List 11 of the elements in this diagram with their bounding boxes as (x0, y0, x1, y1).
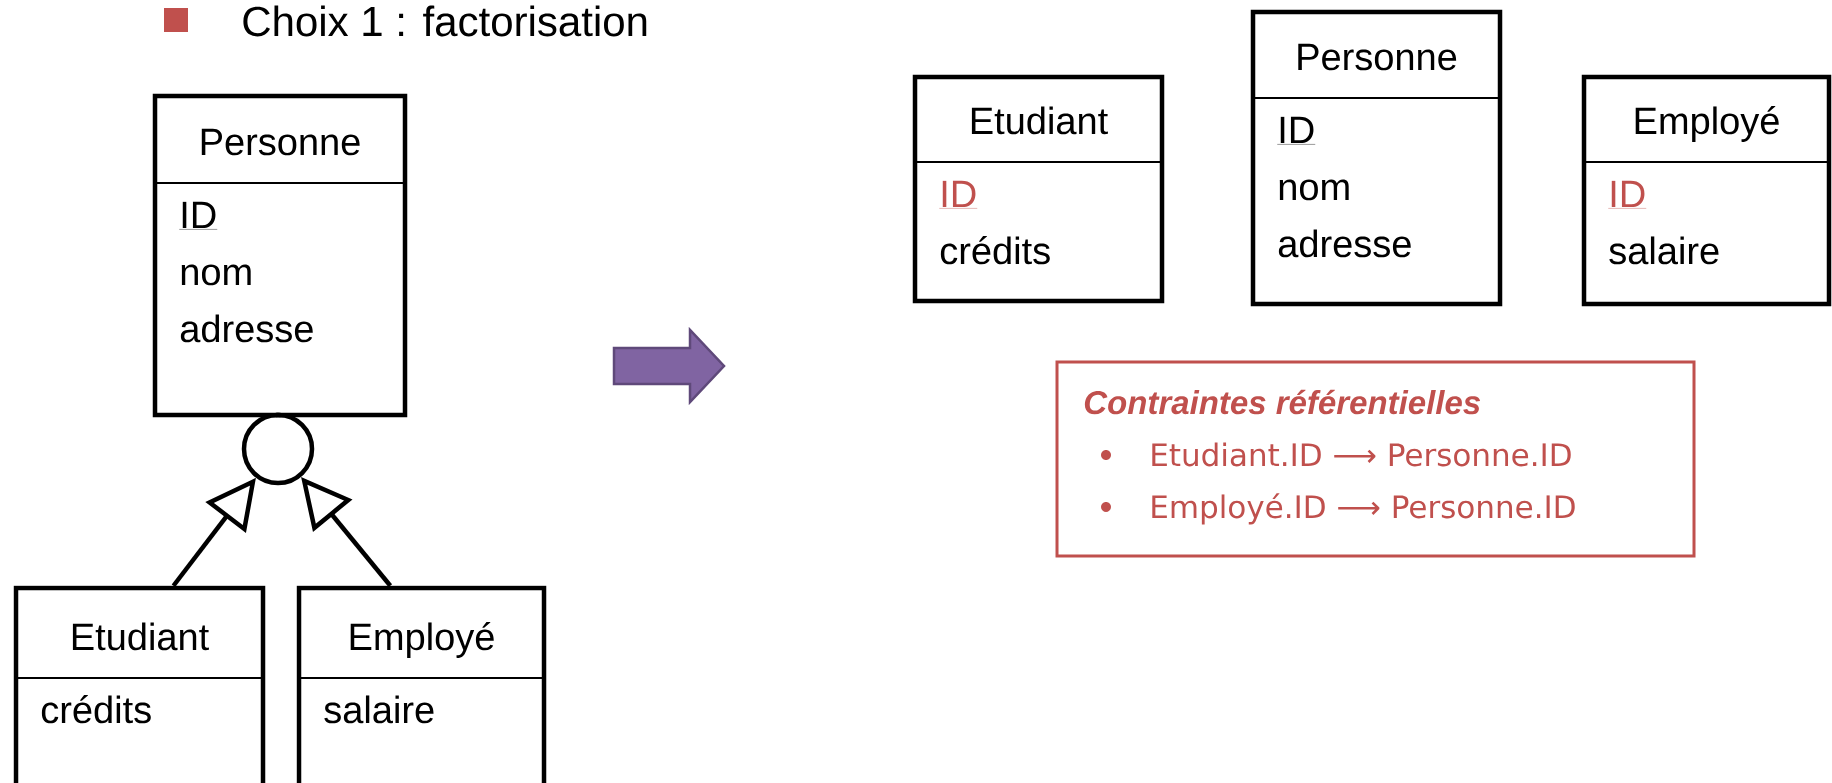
constraint-text: Etudiant.ID ⟶ Personne.ID (1152, 442, 1571, 467)
entity-box: Etudiant crédits (13, 585, 266, 783)
constraint-text: Employé.ID ⟶ Personne.ID (1152, 493, 1575, 525)
entity-box: Employé ID salaire (1581, 74, 1832, 307)
inheritance-circle (241, 412, 315, 486)
entity-box: Personne ID nom adresse (1250, 9, 1503, 307)
connector (276, 412, 281, 418)
entity-box: Employé salaire (296, 585, 547, 783)
title: Choix 1 : factorisation (243, 5, 647, 37)
entity-box: Etudiant ID crédits (912, 74, 1165, 304)
entity-box: Personne ID nom adresse (152, 93, 408, 418)
